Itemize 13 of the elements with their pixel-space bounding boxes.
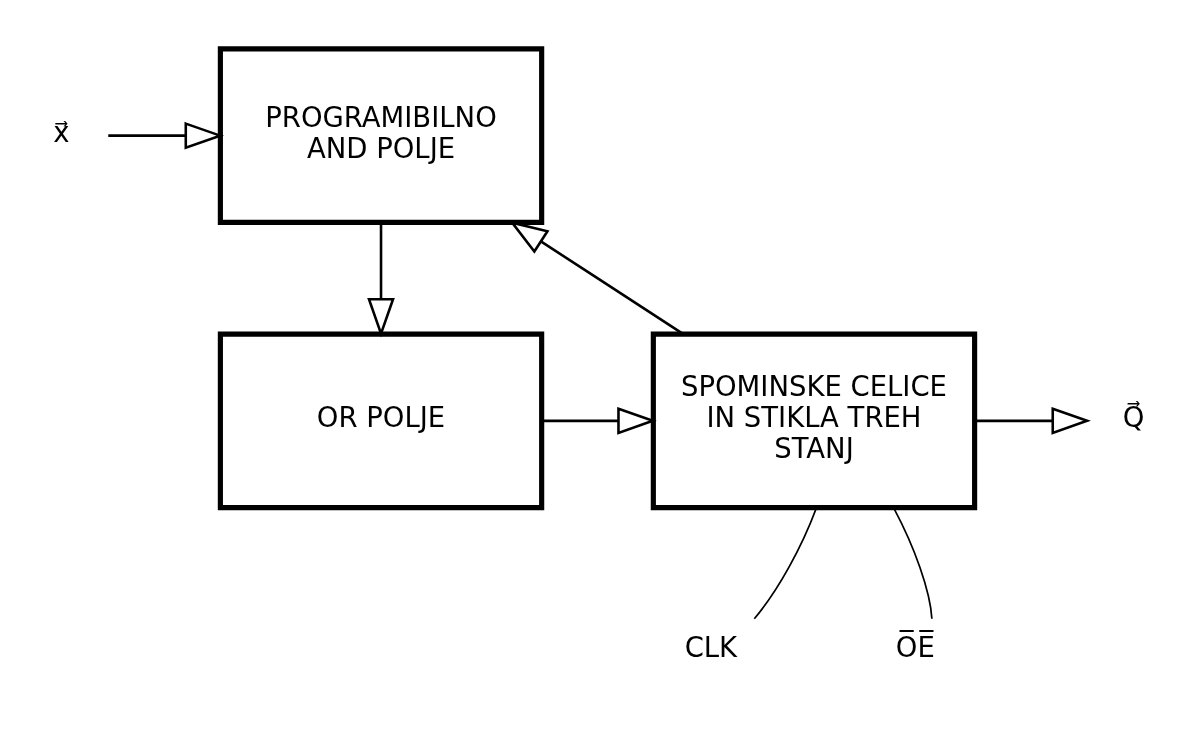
node-text: x⃗ (53, 116, 70, 149)
node-box: PROGRAMIBILNO AND POLJE (217, 46, 545, 225)
node-text: O̅E̅ (895, 630, 935, 663)
arrow (541, 407, 657, 435)
node-text: CLK (684, 630, 738, 663)
connector (753, 507, 818, 620)
connector (892, 507, 933, 620)
node-box: OR POLJE (217, 331, 545, 511)
arrow (367, 222, 395, 338)
node-box: SPOMINSKE CELICE IN STIKLA TREH STANJ (650, 331, 978, 511)
node-text: Q⃗ (1122, 401, 1145, 434)
arrow (975, 407, 1091, 435)
arrow (108, 121, 225, 150)
